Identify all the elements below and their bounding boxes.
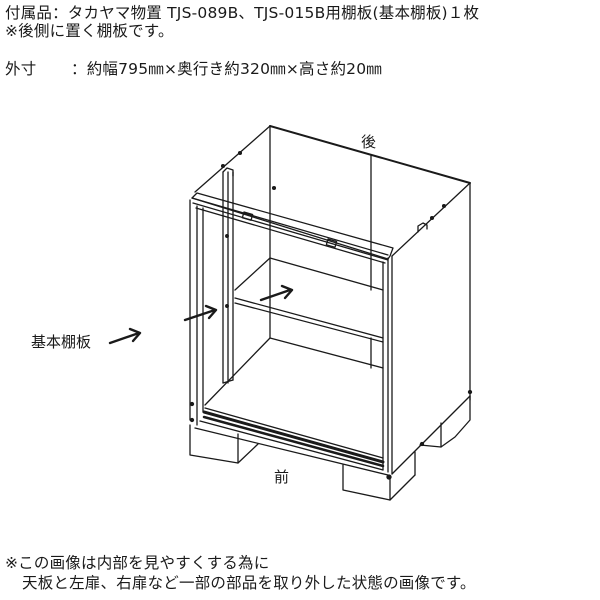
dimensions-label: 外寸 (5, 60, 37, 78)
dimensions: 外寸 ：約幅795㎜×奥行き約320㎜×高さ約20㎜ (5, 60, 382, 78)
basic-shelf (234, 257, 384, 369)
front-label: 前 (274, 468, 290, 486)
image-note-line2: 天板と左扉、右扉など一部の部品を取り外した状態の画像です。 (22, 574, 476, 592)
placement-note: ※後側に置く棚板です。 (5, 22, 174, 40)
image-note-line1: ※この画像は内部を見やすくする為に (5, 554, 270, 572)
left-front-pillar (189, 199, 204, 426)
dimensions-value: ：約幅795㎜×奥行き約320㎜×高さ約20㎜ (71, 60, 382, 78)
back-label: 後 (361, 133, 377, 151)
base-blocks (189, 395, 471, 501)
basic-shelf-label: 基本棚板 (31, 333, 92, 351)
cabinet-floor (194, 337, 389, 476)
right-bottom-edge (391, 395, 471, 475)
cabinet-top-frame (194, 125, 471, 401)
right-front-pillar (382, 255, 393, 475)
front-header-rail (191, 192, 394, 264)
arrow-icon (108, 284, 294, 345)
product-title: 付属品：タカヤマ物置 TJS-089B、TJS-015B用棚板(基本棚板)１枚 (5, 4, 480, 22)
